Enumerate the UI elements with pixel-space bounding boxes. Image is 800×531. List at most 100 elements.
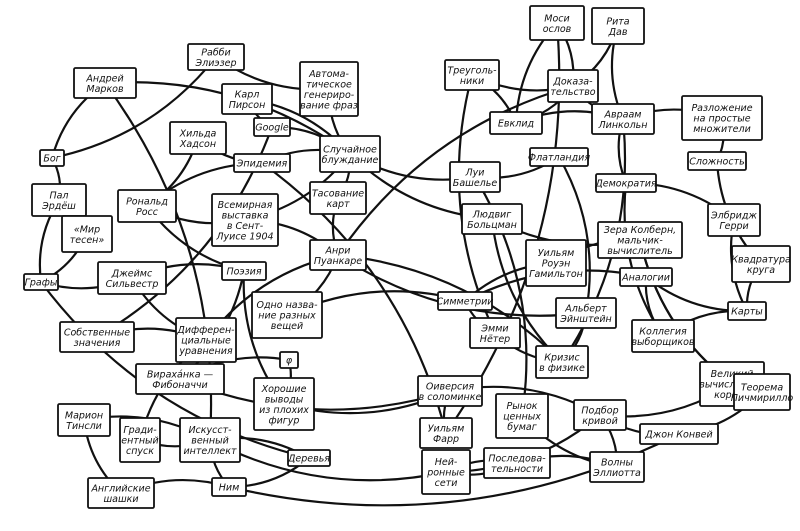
node-box [589, 451, 645, 483]
node-box [73, 67, 137, 99]
node-label: Доказа-тельство [550, 76, 595, 98]
node-box [489, 111, 543, 135]
node-bog: Бог [39, 149, 65, 167]
node-label: Деревья [287, 454, 330, 465]
node-analogii: Аналогии [619, 267, 673, 287]
node-box [595, 173, 657, 193]
node-box [495, 393, 549, 439]
node-box [319, 135, 381, 173]
node-box [417, 375, 483, 407]
node-box [419, 417, 473, 449]
node-box [597, 221, 683, 259]
node-label: Последова-тельности [488, 453, 546, 475]
node-box [135, 363, 225, 395]
node-box [483, 447, 551, 479]
node-box [61, 215, 113, 253]
node-box [299, 61, 359, 117]
node-box [449, 161, 501, 193]
node-box [87, 477, 155, 509]
node-label: Google [255, 123, 289, 134]
node-box [619, 267, 673, 287]
node-box [233, 153, 291, 173]
link-flatl-einstein [557, 155, 591, 315]
node-box [179, 417, 241, 463]
node-label: Аналогии [621, 273, 670, 284]
node-derevya: Деревья [287, 449, 331, 467]
node-box [639, 423, 719, 445]
node-box [461, 203, 523, 235]
node-label: Симметрии [437, 297, 494, 308]
node-box [221, 83, 273, 115]
node-box [707, 203, 761, 237]
node-box [97, 261, 167, 295]
node-label: Поэзия [226, 267, 261, 278]
node-poeziya: Поэзия [221, 261, 267, 281]
node-demokr: Демократия [594, 173, 657, 193]
node-box [437, 291, 493, 311]
node-karty: Карты [727, 301, 767, 321]
node-box [555, 297, 617, 329]
node-box [117, 189, 177, 223]
node-box [23, 273, 59, 291]
node-google: Google [253, 117, 291, 137]
node-box [287, 449, 331, 467]
node-box [681, 95, 763, 141]
node-box [687, 151, 747, 171]
node-box [591, 103, 655, 135]
node-box [547, 69, 599, 103]
node-label: φ [286, 356, 293, 367]
node-box [733, 373, 791, 411]
node-box [211, 477, 247, 497]
node-box [253, 377, 315, 431]
link-dokaz-puankare [336, 84, 575, 257]
node-label: Графы [25, 278, 58, 289]
node-label: Карты [731, 307, 763, 318]
node-label: Эпидемия [236, 159, 288, 170]
